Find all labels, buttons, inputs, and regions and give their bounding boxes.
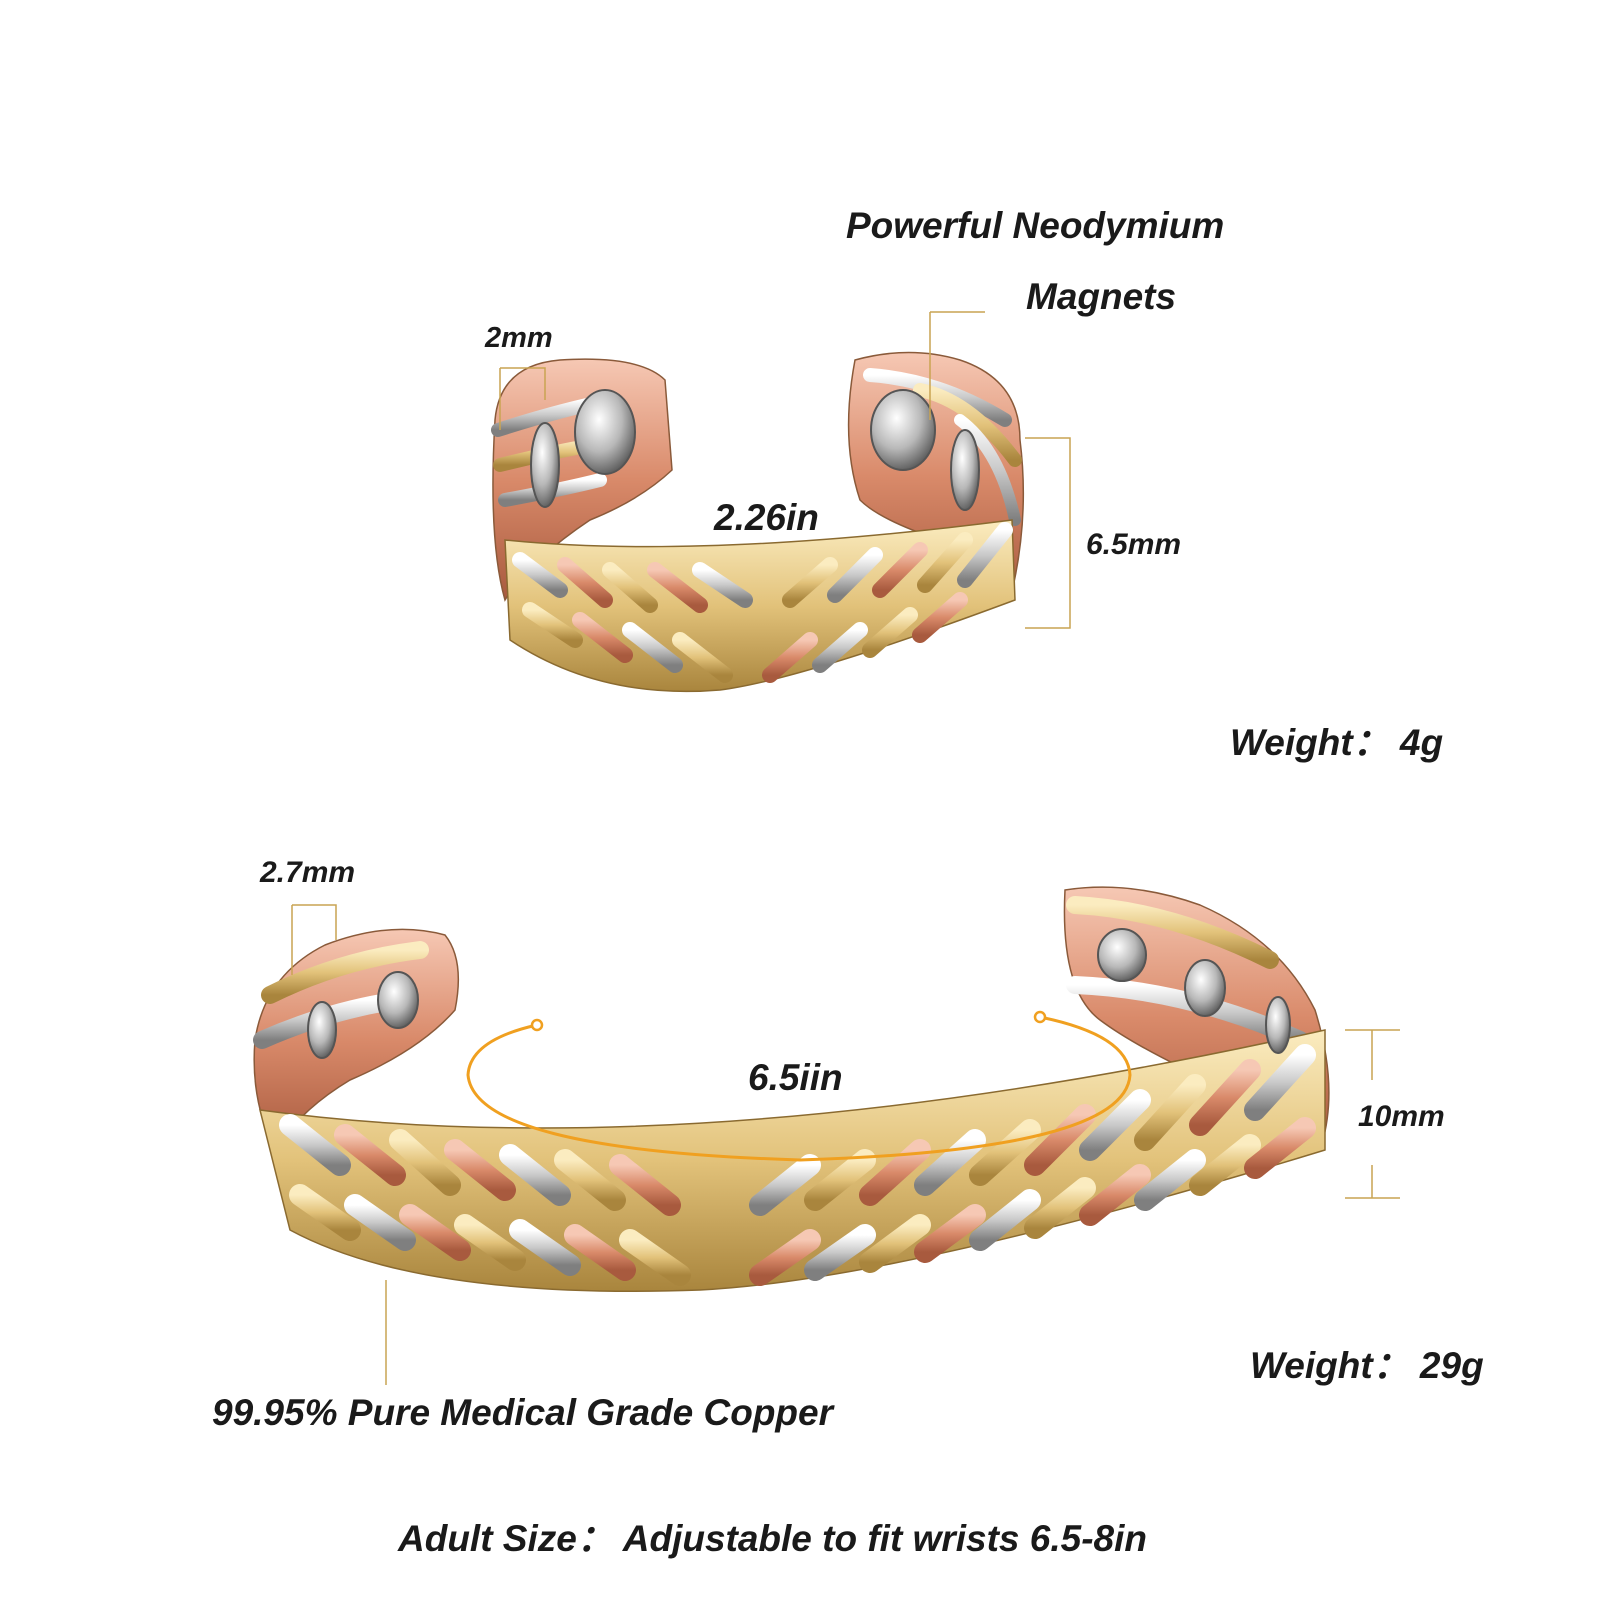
ring-thickness-bracket [499,367,546,430]
bracelet-diameter-label: 6.5iin [748,1057,843,1098]
bracelet-annotations [291,904,1400,1385]
magnets-label-line2: Magnets [1026,276,1177,317]
ring-magnet-1 [530,422,560,508]
ring-diameter-label: 2.26in [714,497,819,538]
ring-width-label: 6.5mm [1086,528,1182,561]
bracelet-magnet-1 [307,1001,337,1059]
ring-magnet-leader [929,311,985,420]
bracelet-magnet-4 [1184,959,1226,1017]
bracelet-diameter-arc [466,1010,1132,1162]
magnets-label-line1: Powerful Neodymium [846,205,1225,246]
ring-weight-label: Weight： 4g [1230,722,1444,763]
ring-band [504,519,1016,693]
bracelet-weight-label: Weight： 29g [1250,1345,1484,1386]
ring-image [491,351,1025,693]
ring-width-bracket [1025,437,1071,629]
ring-thickness-label: 2mm [485,322,553,354]
bracelet-magnet-3 [1097,928,1147,982]
bracelet-thickness-label: 2.7mm [260,856,356,889]
size-note: Adult Size： Adjustable to fit wrists 6.5… [398,1518,1147,1559]
ring-magnet-4 [950,429,980,511]
ring-annotations [499,311,1071,629]
ring-braid-strands [512,522,1013,683]
bracelet-braid-strands [279,1044,1316,1286]
bracelet-width-label: 10mm [1358,1100,1445,1133]
bracelet-magnet-5 [1265,996,1291,1054]
bracelet-width-bracket [1345,1029,1400,1199]
bracelet-magnet-2 [377,971,419,1029]
material-label: 99.95% Pure Medical Grade Copper [212,1392,834,1433]
bracelet-thickness-bracket [291,904,337,975]
ring-magnet-2 [574,389,636,475]
ring-magnet-3 [870,389,936,471]
